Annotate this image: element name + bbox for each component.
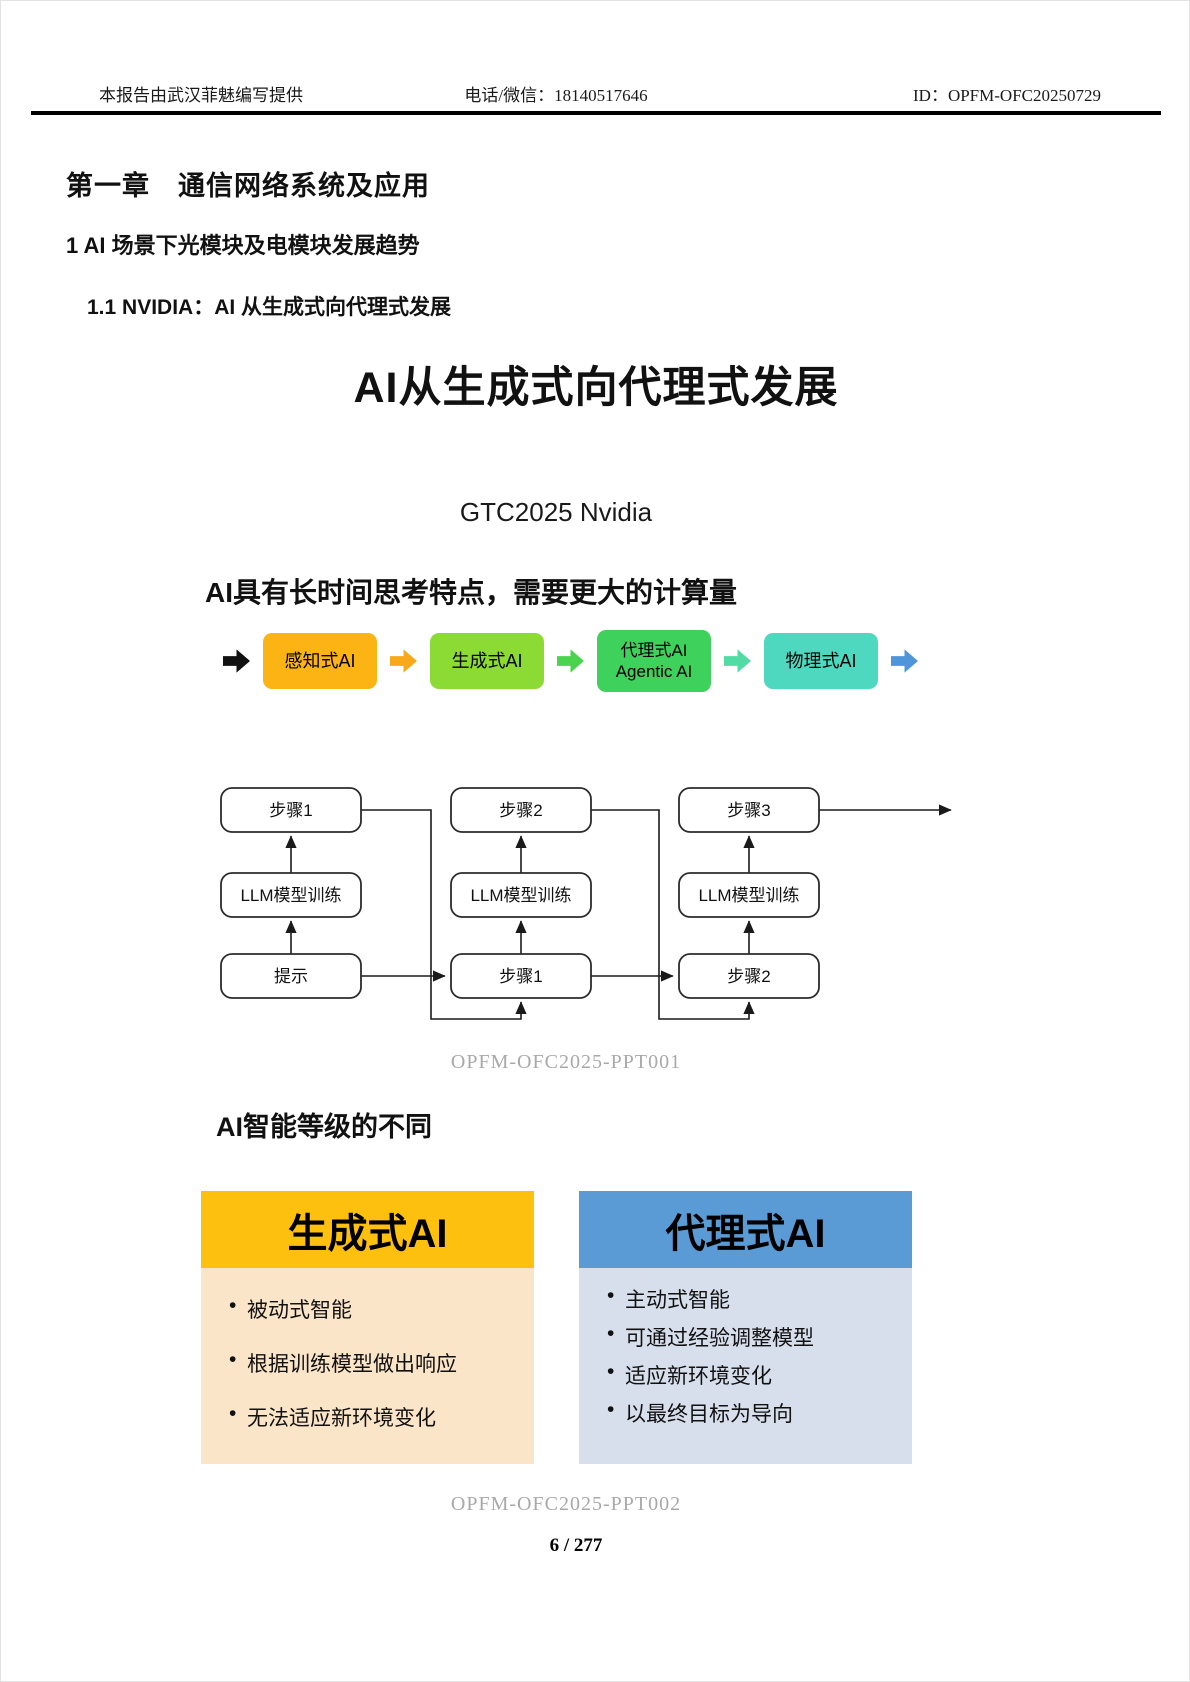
node-label: 提示 <box>274 967 308 986</box>
card-generative-ai: 生成式AI 被动式智能 根据训练模型做出响应 无法适应新环境变化 <box>201 1191 534 1464</box>
header-contact-text: 电话/微信：18140517646 <box>464 86 648 105</box>
node-label: 步骤1 <box>269 801 312 820</box>
card-bullet: 可通过经验调整模型 <box>605 1322 902 1352</box>
section-heading: 1 AI 场景下光模块及电模块发展趋势 <box>66 233 420 258</box>
comparison-heading: AI智能等级的不同 <box>216 1112 432 1142</box>
card-agentic-ai: 代理式AI 主动式智能 可通过经验调整模型 适应新环境变化 以最终目标为导向 <box>579 1191 912 1464</box>
flow-step-label: 代理式AI <box>620 640 688 660</box>
card-body: 被动式智能 根据训练模型做出响应 无法适应新环境变化 <box>201 1268 534 1464</box>
flow-arrow-icon <box>724 649 751 673</box>
flow-step-perception: 感知式AI <box>263 633 377 689</box>
card-bullet: 无法适应新环境变化 <box>227 1402 524 1432</box>
node-step1-bottom <box>450 953 592 999</box>
node-step1-top <box>220 787 362 833</box>
flow-arrow-icon <box>557 649 584 673</box>
card-header: 生成式AI <box>201 1191 534 1268</box>
flow-step-physical: 物理式AI <box>764 633 878 689</box>
card-bullet: 根据训练模型做出响应 <box>227 1348 524 1378</box>
ai-evolution-flow: 感知式AI 生成式AI 代理式AI Agentic AI 物理式AI <box>223 629 918 693</box>
flow-step-sublabel: Agentic AI <box>615 662 693 681</box>
flow-step-agentic: 代理式AI Agentic AI <box>597 630 711 692</box>
node-label: 步骤2 <box>499 801 542 820</box>
node-label: LLM模型训练 <box>470 886 571 905</box>
figure-caption-ppt001: OPFM-OFC2025-PPT001 <box>450 1051 682 1073</box>
flow-end-arrow-icon <box>891 649 918 673</box>
flow-start-arrow-icon <box>223 649 250 673</box>
figure-caption-ppt002: OPFM-OFC2025-PPT002 <box>450 1493 682 1515</box>
llm-steps-diagram: 步骤1 步骤2 步骤3 LLM模型训练 LLM模型训练 LLM模型训练 提示 步… <box>220 787 952 1020</box>
node-llm-3 <box>678 872 820 918</box>
node-label: 步骤2 <box>727 967 770 986</box>
card-bullet: 主动式智能 <box>605 1284 902 1314</box>
header-rule <box>31 111 1161 115</box>
header-id-text: ID：OPFM-OFC20250729 <box>913 86 1101 105</box>
card-header: 代理式AI <box>579 1191 912 1268</box>
chapter-heading: 第一章 通信网络系统及应用 <box>66 171 430 201</box>
card-title: 代理式AI <box>665 1211 826 1256</box>
diagram-connectors <box>285 804 952 1020</box>
page-number: 6 / 277 <box>549 1535 603 1556</box>
node-label: LLM模型训练 <box>698 886 799 905</box>
card-bullet: 适应新环境变化 <box>605 1360 902 1390</box>
flow-step-label: 生成式AI <box>451 650 523 671</box>
node-label: LLM模型训练 <box>240 886 341 905</box>
node-label: 步骤3 <box>727 801 770 820</box>
card-bullet: 以最终目标为导向 <box>605 1398 902 1428</box>
slide-subtitle: GTC2025 Nvidia <box>459 497 653 527</box>
node-step2-bottom <box>678 953 820 999</box>
comparison-cards: 生成式AI 被动式智能 根据训练模型做出响应 无法适应新环境变化 代理式AI 主… <box>201 1191 912 1464</box>
node-prompt <box>220 953 362 999</box>
header-provider-text: 本报告由武汉菲魅编写提供 <box>99 86 303 105</box>
slide-main-title: AI从生成式向代理式发展 <box>353 364 839 412</box>
node-label: 步骤1 <box>499 967 542 986</box>
flow-section-title: AI具有长时间思考特点，需要更大的计算量 <box>205 577 738 608</box>
subsection-heading: 1.1 NVIDIA：AI 从生成式向代理式发展 <box>87 296 452 319</box>
node-step2-top <box>450 787 592 833</box>
node-step3-top <box>678 787 820 833</box>
node-llm-2 <box>450 872 592 918</box>
node-llm-1 <box>220 872 362 918</box>
flow-step-generative: 生成式AI <box>430 633 544 689</box>
flow-step-label: 感知式AI <box>284 650 356 671</box>
flow-arrow-icon <box>390 649 417 673</box>
card-bullet: 被动式智能 <box>227 1294 524 1324</box>
diagram-nodes: 步骤1 步骤2 步骤3 LLM模型训练 LLM模型训练 LLM模型训练 提示 步… <box>220 787 820 999</box>
flow-step-label: 物理式AI <box>785 650 857 671</box>
card-title: 生成式AI <box>287 1211 448 1256</box>
card-body: 主动式智能 可通过经验调整模型 适应新环境变化 以最终目标为导向 <box>579 1268 912 1464</box>
